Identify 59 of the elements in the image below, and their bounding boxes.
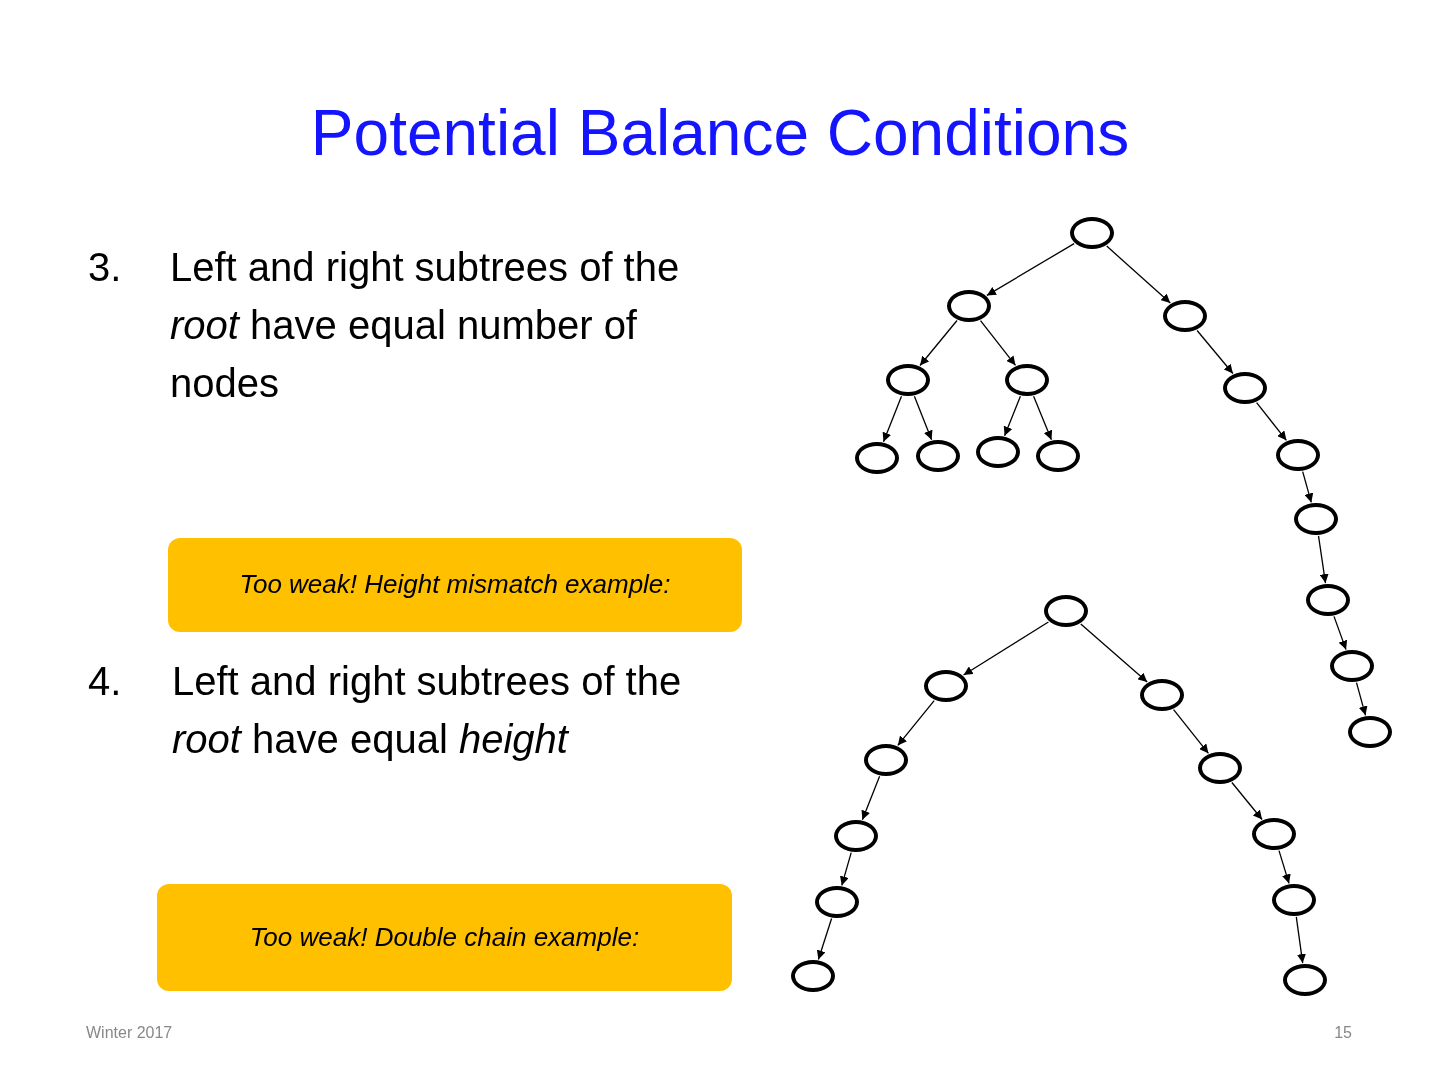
tree-node-circle — [1223, 372, 1267, 404]
callout-note: Too weak! Double chain example: — [157, 884, 732, 991]
footer-text: Winter 2017 — [86, 1024, 174, 1042]
arrow — [1295, 916, 1306, 964]
arrow — [1080, 623, 1148, 683]
tree-node-circle — [1306, 584, 1350, 616]
list-number: 3. — [88, 244, 123, 291]
list-item-text: Left and right subtrees of the root have equal number of nodes — [170, 244, 681, 407]
tree-node-circle — [1294, 503, 1338, 535]
slide-title: Potential Balance Conditions — [309, 98, 1131, 169]
tree-node-circle — [1330, 650, 1374, 682]
tree-node-circle — [1044, 595, 1088, 627]
callout-note: Too weak! Height mismatch example: — [168, 538, 742, 632]
tree-node-circle — [1005, 364, 1049, 396]
arrow — [986, 242, 1075, 297]
tree-node-circle — [924, 670, 968, 702]
arrow — [1333, 615, 1348, 651]
tree-node-circle — [1036, 440, 1080, 472]
tree-node-circle — [1252, 818, 1296, 850]
tree-node-circle — [1163, 300, 1207, 332]
tree-node-circle — [1140, 679, 1184, 711]
tree-node-circle — [947, 290, 991, 322]
arrow — [1032, 395, 1053, 441]
arrow — [979, 320, 1017, 366]
arrow — [816, 917, 833, 961]
arrow — [1231, 781, 1263, 821]
arrow — [839, 851, 852, 887]
arrow — [962, 621, 1050, 676]
tree-node-circle — [834, 820, 878, 852]
page-number: 15 — [1333, 1024, 1352, 1042]
list-item-text: Left and right subtrees of the root have equal height — [172, 658, 683, 763]
tree-node-circle — [1070, 217, 1114, 249]
tree-node-circle — [1283, 964, 1327, 996]
list-number: 4. — [88, 658, 123, 705]
tree-node-circle — [864, 744, 908, 776]
arrow — [1302, 470, 1314, 504]
arrow — [1196, 329, 1234, 375]
tree-node-circle — [886, 364, 930, 396]
arrow — [1317, 535, 1329, 584]
arrow — [1172, 709, 1210, 754]
tree-node-circle — [976, 436, 1020, 468]
tree-node-circle — [1348, 716, 1392, 748]
arrow — [861, 775, 881, 821]
arrow — [1003, 395, 1022, 437]
arrow — [897, 699, 935, 747]
tree-node-circle — [855, 442, 899, 474]
arrow — [1355, 682, 1368, 716]
tree-node-circle — [1272, 884, 1316, 916]
arrow — [1255, 402, 1288, 441]
arrow — [913, 395, 933, 441]
tree-node-circle — [791, 960, 835, 992]
arrow — [882, 395, 903, 443]
arrow — [1278, 849, 1291, 885]
arrow — [1106, 245, 1171, 304]
arrow — [919, 319, 958, 367]
tree-node-circle — [1276, 439, 1320, 471]
tree-node-circle — [916, 440, 960, 472]
tree-node-circle — [815, 886, 859, 918]
tree-node-circle — [1198, 752, 1242, 784]
